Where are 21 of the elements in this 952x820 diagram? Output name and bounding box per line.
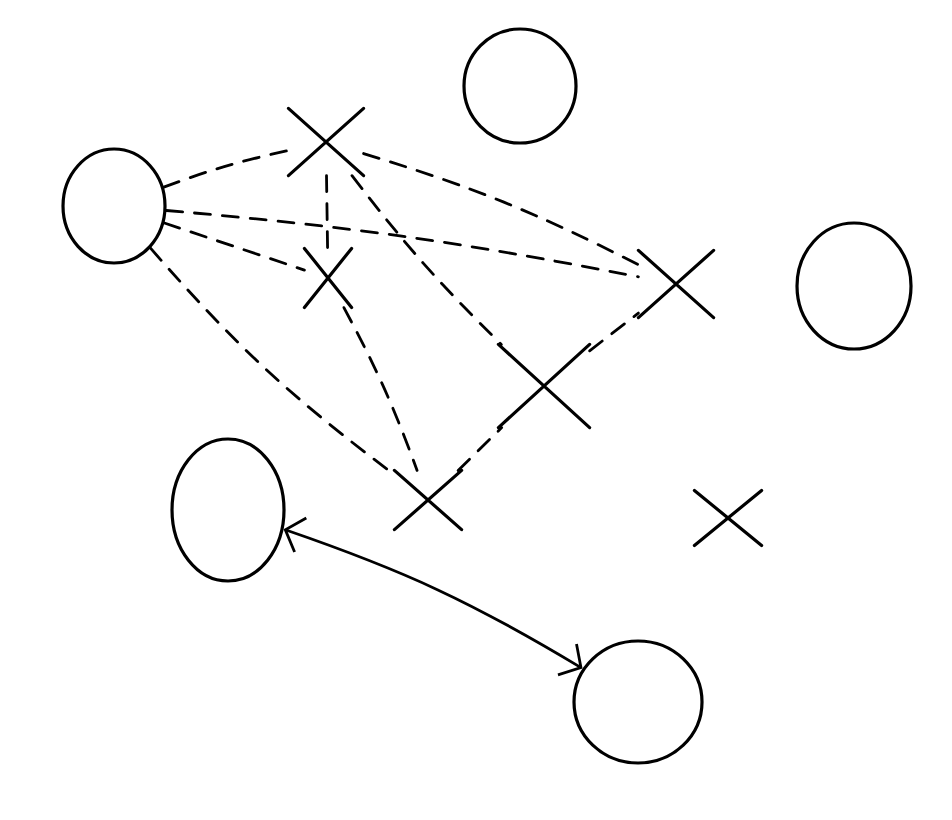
circle xyxy=(572,639,704,765)
cross-mark xyxy=(286,106,366,178)
double-headed-arrow xyxy=(283,516,583,677)
dashed-line xyxy=(350,174,503,346)
dashed-line xyxy=(165,209,640,279)
dashed-line xyxy=(162,221,306,272)
ellipse xyxy=(170,437,286,583)
dashed-line xyxy=(342,306,419,472)
cross-mark xyxy=(302,246,354,310)
dashed-line xyxy=(325,174,329,250)
dashed-line xyxy=(362,152,640,267)
cross-mark xyxy=(392,468,464,532)
cross-mark xyxy=(692,488,764,548)
ellipse xyxy=(795,221,913,351)
dashed-line xyxy=(588,311,640,353)
dashed-line xyxy=(456,426,504,472)
circle xyxy=(462,27,578,145)
cross-mark xyxy=(636,248,716,320)
cross-mark xyxy=(496,342,592,430)
dashed-line xyxy=(162,149,290,189)
ellipse xyxy=(61,147,167,265)
